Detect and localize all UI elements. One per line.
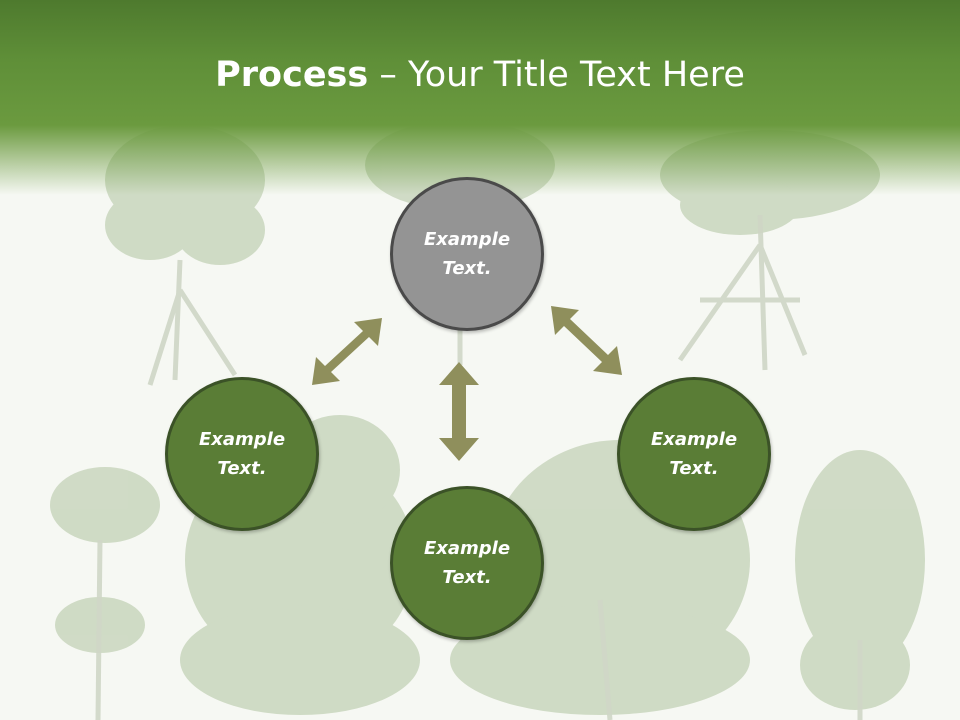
slide-title: Process – Your Title Text Here xyxy=(0,52,960,98)
node-left[interactable]: Example Text. xyxy=(165,377,319,531)
title-bold: Process xyxy=(215,55,369,95)
title-rest: – Your Title Text Here xyxy=(368,55,745,95)
node-right-label: Example Text. xyxy=(650,429,738,479)
node-bottom[interactable]: Example Text. xyxy=(390,486,544,640)
title-band xyxy=(0,0,960,200)
arrow-top-left xyxy=(312,318,382,385)
node-left-label: Example Text. xyxy=(198,429,286,479)
node-bottom-label: Example Text. xyxy=(423,538,511,588)
node-top-label: Example Text. xyxy=(423,229,511,279)
arrow-top-right xyxy=(551,306,622,375)
node-top[interactable]: Example Text. xyxy=(390,177,544,331)
arrow-vertical xyxy=(439,362,479,461)
node-right[interactable]: Example Text. xyxy=(617,377,771,531)
